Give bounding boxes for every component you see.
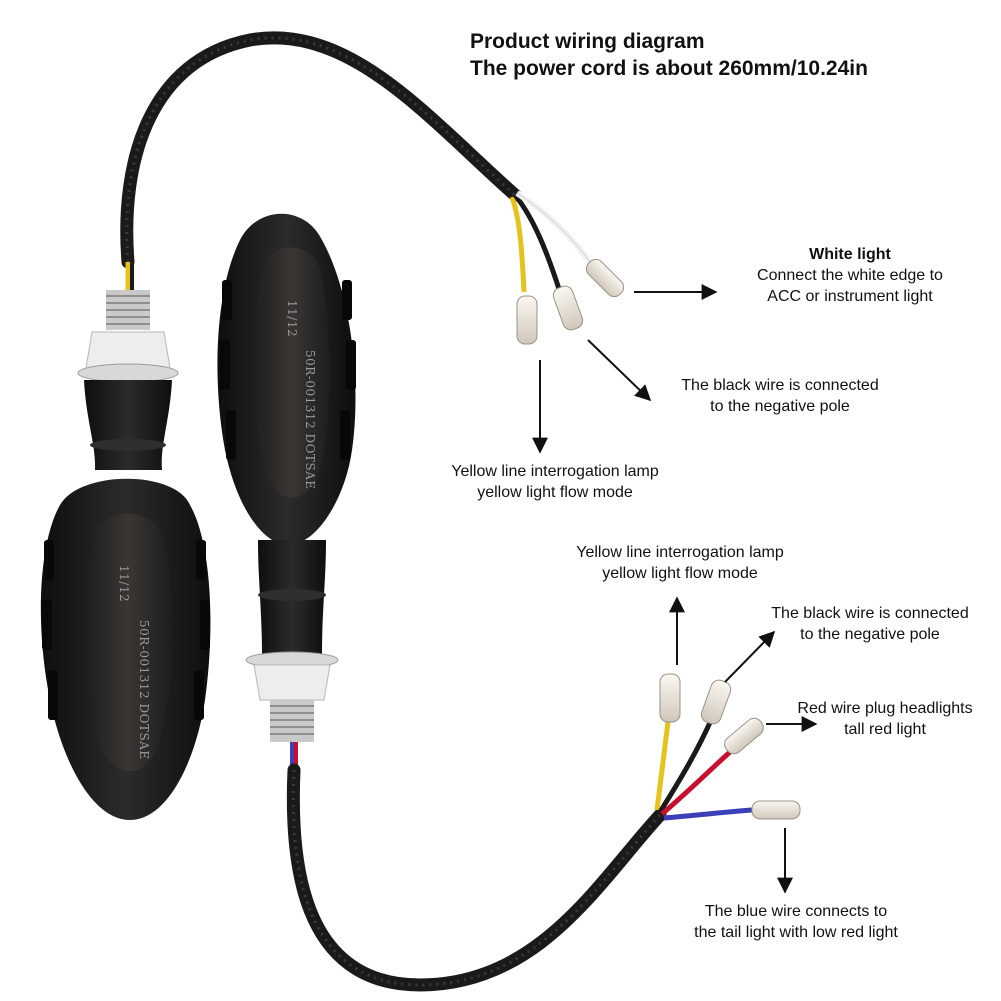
top-connector-black — [552, 285, 584, 331]
label-red-wire: Red wire plug headlights tall red light — [770, 698, 1000, 740]
right-turn-signal-lamp: 11/12 50R-001312 DOTSAE — [217, 213, 356, 742]
bottom-yellow-line1: Yellow line interrogation lamp — [576, 544, 784, 561]
bottom-connector-black — [700, 679, 732, 725]
label-white-light: White light Connect the white edge to AC… — [720, 244, 980, 307]
red-line2: tall red light — [844, 721, 926, 738]
arrow-top-black — [587, 339, 652, 402]
title-line2: The power cord is about 260mm/10.24in — [470, 57, 868, 80]
white-light-heading: White light — [809, 246, 891, 263]
top-connector-yellow — [516, 295, 538, 345]
blue-line1: The blue wire connects to — [704, 903, 888, 920]
label-top-black-wire: The black wire is connected to the negat… — [645, 375, 915, 417]
arrow-bottom-black — [724, 630, 776, 683]
top-black-line2: to the negative pole — [710, 398, 850, 415]
top-yellow-line1: Yellow line interrogation lamp — [451, 463, 659, 480]
label-top-yellow-wire: Yellow line interrogation lamp yellow li… — [415, 461, 695, 503]
top-connector-white — [585, 258, 625, 298]
top-yellow-line2: yellow light flow mode — [477, 484, 633, 501]
label-bottom-black-wire: The black wire is connected to the negat… — [740, 603, 1000, 645]
bottom-black-line1: The black wire is connected — [771, 605, 969, 622]
top-black-line1: The black wire is connected — [681, 377, 879, 394]
bottom-connector-blue — [751, 800, 801, 820]
top-split-wires — [509, 190, 597, 293]
white-light-line1: Connect the white edge to — [757, 267, 943, 284]
title-line1: Product wiring diagram — [470, 30, 705, 53]
diagram-title: Product wiring diagram The power cord is… — [470, 28, 868, 82]
bottom-split-wires — [654, 716, 753, 821]
left-turn-signal-lamp: 11/12 50R-001312 DOTSAE — [40, 290, 211, 820]
blue-line2: the tail light with low red light — [694, 924, 898, 941]
label-bottom-yellow-wire: Yellow line interrogation lamp yellow li… — [540, 542, 820, 584]
left-lamp-marking-line2: 50R-001312 DOTSAE — [137, 620, 151, 760]
bottom-black-line2: to the negative pole — [800, 626, 940, 643]
bottom-connector-yellow — [659, 673, 681, 723]
bottom-connector-red — [724, 717, 764, 755]
left-lamp-marking-line1: 11/12 — [117, 565, 131, 602]
bottom-power-cord — [286, 742, 667, 992]
bottom-yellow-line2: yellow light flow mode — [602, 565, 758, 582]
right-lamp-marking-line2: 50R-001312 DOTSAE — [303, 350, 317, 490]
label-blue-wire: The blue wire connects to the tail light… — [656, 901, 936, 943]
top-power-cord — [120, 31, 522, 292]
right-lamp-marking-line1: 11/12 — [285, 300, 299, 337]
white-light-line2: ACC or instrument light — [767, 288, 933, 305]
red-line1: Red wire plug headlights — [797, 700, 973, 717]
